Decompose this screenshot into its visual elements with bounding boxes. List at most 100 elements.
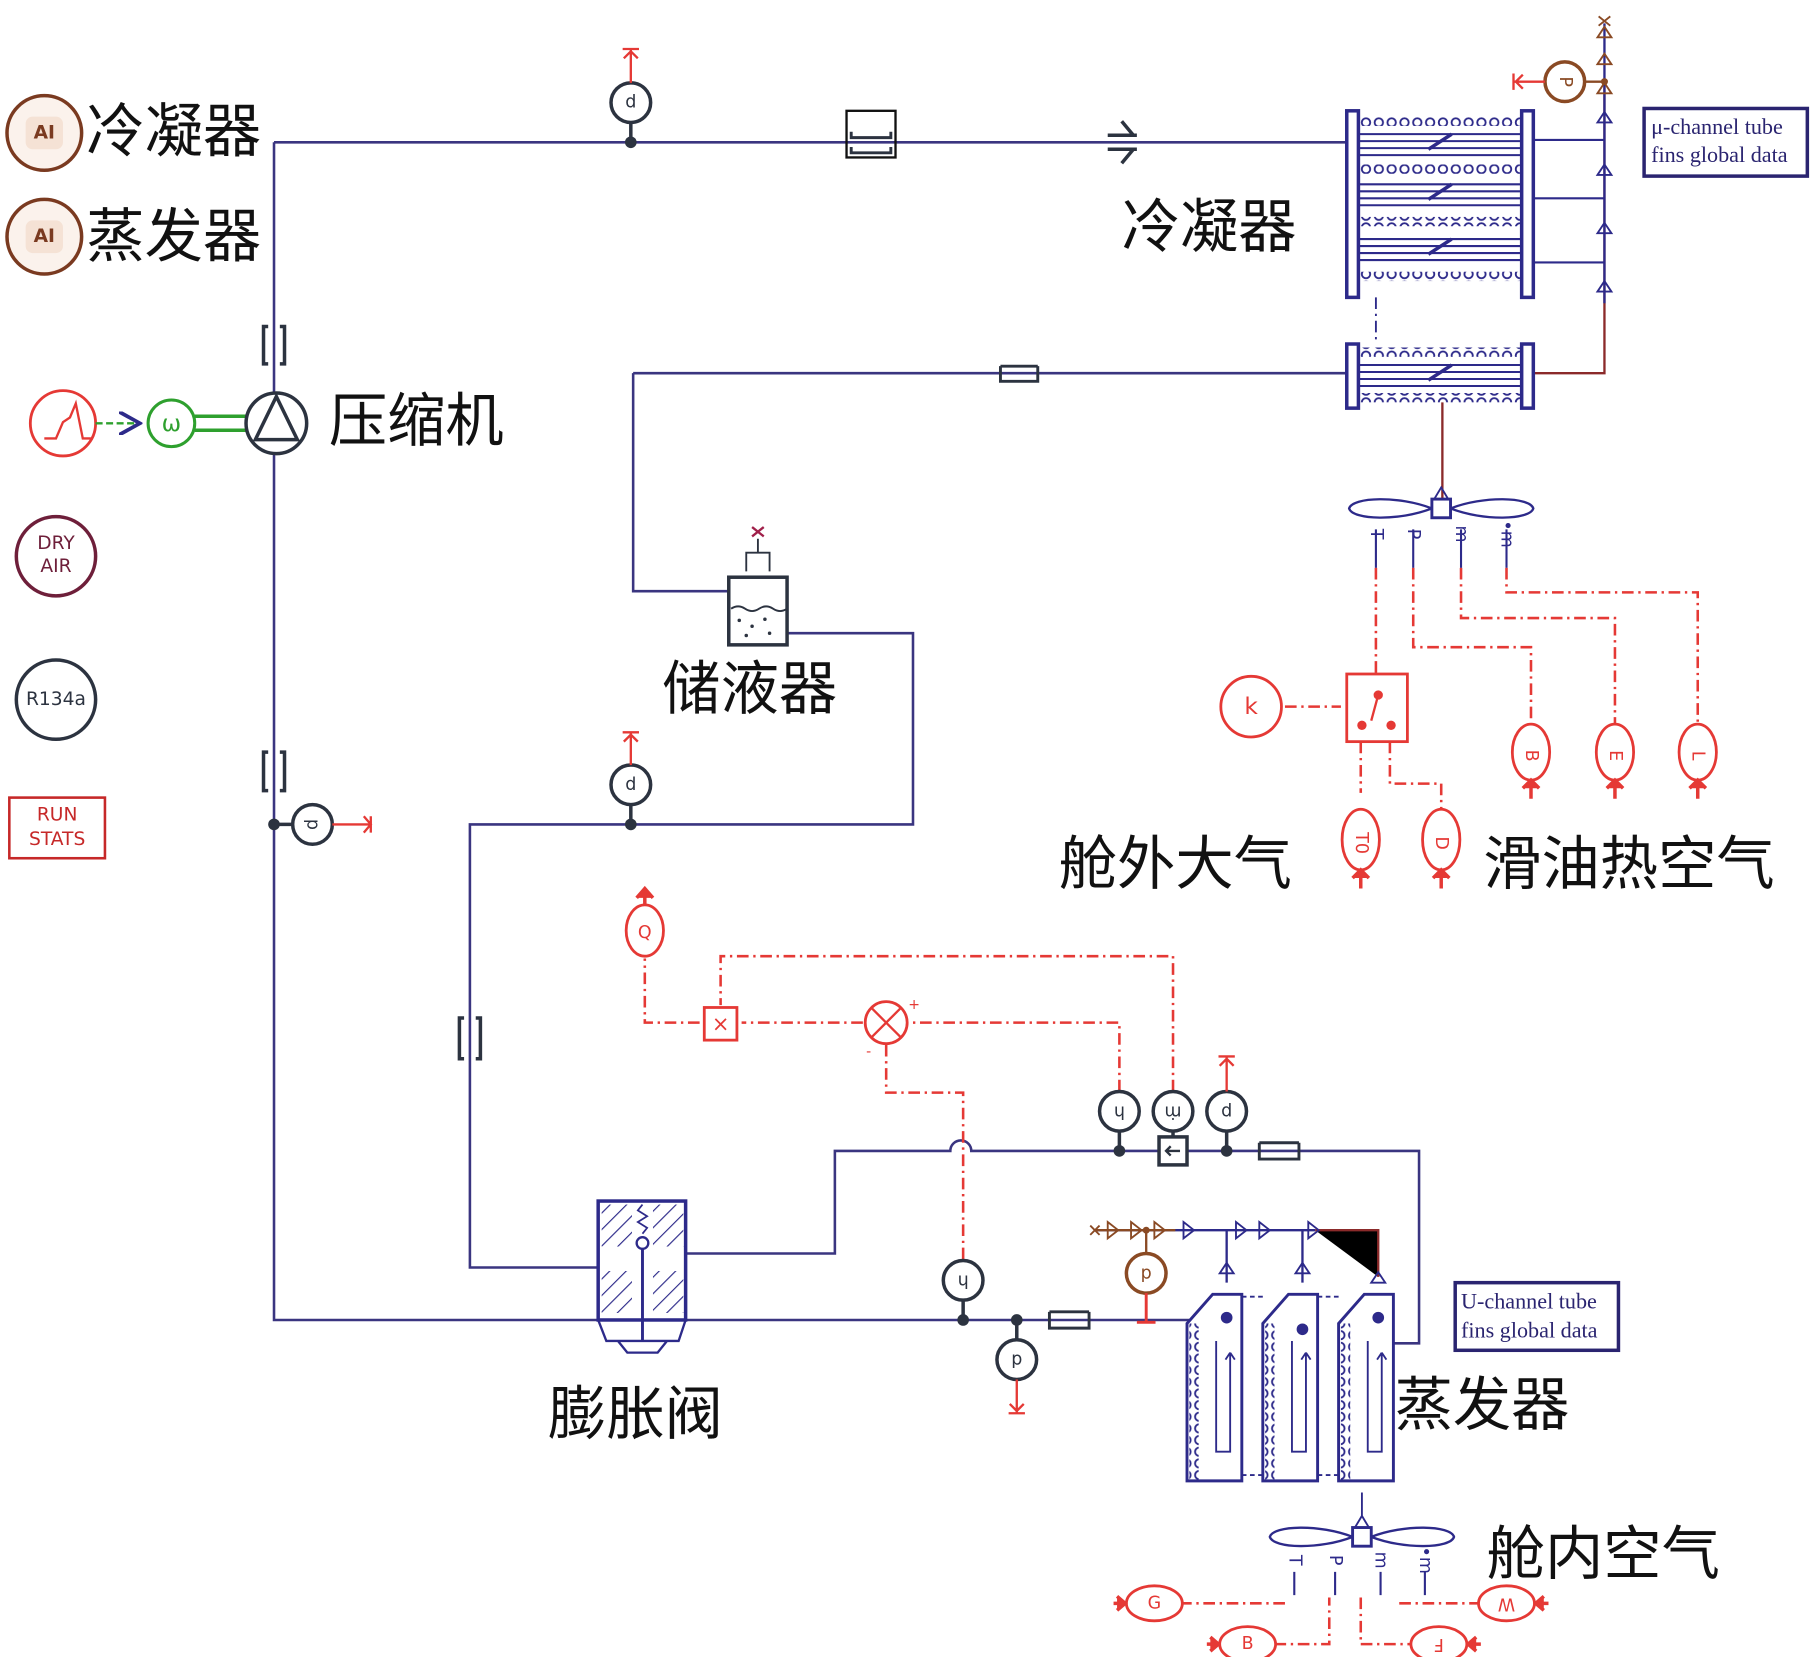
svg-text:Q: Q xyxy=(638,923,652,943)
expansion-valve[interactable] xyxy=(596,1199,688,1354)
svg-text:μ-channel tube: μ-channel tube xyxy=(1651,114,1783,139)
svg-text:F: F xyxy=(1434,1634,1444,1654)
k-selector-source[interactable]: k xyxy=(1219,674,1283,739)
svg-text:fins global data: fins global data xyxy=(1461,1317,1598,1342)
cabin-source-G[interactable]: G xyxy=(1113,1584,1184,1623)
svg-text:DRY: DRY xyxy=(37,533,75,554)
svg-text:W: W xyxy=(1498,1593,1515,1613)
ai-badge-text: AI xyxy=(34,226,55,247)
svg-text:-: - xyxy=(866,1044,871,1060)
ai-badge-text: AI xyxy=(34,122,55,143)
svg-text:p: p xyxy=(1011,1350,1022,1370)
svg-text:ω: ω xyxy=(162,410,182,437)
svg-text:D: D xyxy=(1431,836,1451,849)
compressor[interactable] xyxy=(244,391,309,456)
outside-source-T0[interactable]: T0 xyxy=(1340,807,1381,889)
svg-text:m: m xyxy=(1371,1552,1391,1569)
compressor-label: 压缩机 xyxy=(329,387,504,455)
evaporator-pass-1 xyxy=(1185,1292,1244,1483)
outside-air-label: 舱外大气 xyxy=(1059,830,1292,898)
evaporator-global-data-box[interactable]: U-channel tube fins global data xyxy=(1453,1280,1621,1353)
refrigerant-r134a-icon[interactable]: R134a xyxy=(14,658,98,742)
svg-text:p: p xyxy=(625,775,636,795)
q-output[interactable]: Q xyxy=(624,885,665,958)
pipe-element-top xyxy=(845,109,897,159)
pressure-sensor-suction[interactable]: p xyxy=(268,802,373,846)
flow-restriction-top xyxy=(1107,120,1137,165)
evaporator-heat-exchanger[interactable] xyxy=(1089,1220,1395,1483)
svg-text:R134a: R134a xyxy=(26,689,86,710)
svg-text:G: G xyxy=(1148,1593,1162,1613)
pipe-element-condenser-return xyxy=(998,364,1040,383)
moist-air-pressure-sensor[interactable]: P xyxy=(1512,60,1605,104)
svg-text:P: P xyxy=(1555,76,1575,87)
svg-text:p: p xyxy=(1141,1263,1152,1283)
pressure-sensor-discharge[interactable]: p xyxy=(609,47,653,149)
lube-source-L[interactable]: L xyxy=(1677,722,1718,799)
svg-text:p: p xyxy=(625,93,636,113)
condenser-global-data-box[interactable]: μ-channel tube fins global data xyxy=(1642,106,1810,178)
speed-profile-source[interactable] xyxy=(28,389,137,458)
svg-text:E: E xyxy=(1605,750,1625,761)
lube-hot-air-label: 滑油热空气 xyxy=(1483,830,1775,898)
mass-flow-sensor-evap-out[interactable]: ṁ xyxy=(1151,1089,1195,1167)
switch-block[interactable] xyxy=(1345,672,1409,744)
control-signals xyxy=(643,954,1175,1260)
condenser-fan-signals xyxy=(1284,567,1700,817)
enthalpy-sensor-evap-out[interactable]: h xyxy=(1097,1089,1141,1157)
svg-text:RUN: RUN xyxy=(37,805,78,826)
expansion-valve-label: 膨胀阀 xyxy=(548,1380,723,1448)
svg-text:L: L xyxy=(1688,751,1708,761)
pipe-volume-liquid-line xyxy=(457,1016,483,1061)
svg-text:STATS: STATS xyxy=(29,829,85,850)
svg-text:P: P xyxy=(1403,529,1423,540)
condenser-label: 冷凝器 xyxy=(1122,193,1297,261)
condenser-fan[interactable]: T P m •m xyxy=(1347,485,1535,568)
svg-text:h: h xyxy=(1114,1101,1125,1121)
pipe-volume-upper xyxy=(261,324,287,366)
rotary-speed-omega[interactable]: ω xyxy=(146,398,248,449)
pipe-element-evap-in xyxy=(1047,1310,1091,1330)
product-block[interactable]: × xyxy=(702,1006,739,1042)
moist-air-pressure-sensor-evap[interactable]: p xyxy=(1124,1230,1168,1324)
svg-text:p: p xyxy=(1221,1101,1232,1121)
svg-text:k: k xyxy=(1244,693,1258,720)
svg-text:T: T xyxy=(1284,1554,1304,1566)
svg-text:T: T xyxy=(1366,528,1386,540)
outside-source-D[interactable]: D xyxy=(1421,807,1462,889)
svg-text:B: B xyxy=(1242,1634,1254,1654)
run-stats-button[interactable]: RUN STATS xyxy=(8,796,107,860)
pipe-volume-lower xyxy=(261,750,287,793)
pressure-sensor-evap-out[interactable]: p xyxy=(1205,1055,1249,1157)
pressure-sensor-receiver-out[interactable]: p xyxy=(609,731,653,831)
svg-text:P: P xyxy=(1325,1555,1345,1566)
svg-text:h: h xyxy=(958,1270,969,1290)
svg-text:AIR: AIR xyxy=(40,556,71,577)
svg-text:fins global data: fins global data xyxy=(1651,142,1788,167)
dry-air-icon[interactable]: DRY AIR xyxy=(14,514,98,598)
condenser-ai-label: 冷凝器 xyxy=(86,98,261,166)
pressure-sensor-valve-out[interactable]: p xyxy=(995,1314,1039,1415)
condenser-heat-exchanger[interactable] xyxy=(1345,15,1614,410)
evaporator-fan[interactable]: T P m •m xyxy=(1268,1492,1456,1596)
svg-text:+: + xyxy=(908,997,920,1013)
condenser-ai-icon[interactable]: AI xyxy=(5,93,84,173)
cabin-source-B[interactable]: B xyxy=(1206,1625,1278,1657)
evaporator-ai-icon[interactable]: AI xyxy=(5,197,84,276)
svg-text:B: B xyxy=(1521,750,1541,762)
evaporator-pass-3 xyxy=(1337,1292,1395,1483)
svg-text:p: p xyxy=(302,819,322,830)
lube-source-E[interactable]: E xyxy=(1594,722,1636,799)
cabin-source-F[interactable]: F xyxy=(1409,1625,1481,1657)
svg-text:•m: •m xyxy=(1497,520,1517,547)
sum-block[interactable]: + - xyxy=(863,997,920,1060)
receiver-label: 储液器 xyxy=(662,655,837,723)
svg-text:T0: T0 xyxy=(1351,831,1371,854)
receiver-tank[interactable] xyxy=(727,526,789,647)
lube-source-B[interactable]: B xyxy=(1510,722,1552,799)
cabin-source-W[interactable]: W xyxy=(1477,1584,1549,1623)
enthalpy-sensor-valve-out[interactable]: h xyxy=(941,1258,985,1326)
svg-text:•m: •m xyxy=(1415,1547,1435,1574)
